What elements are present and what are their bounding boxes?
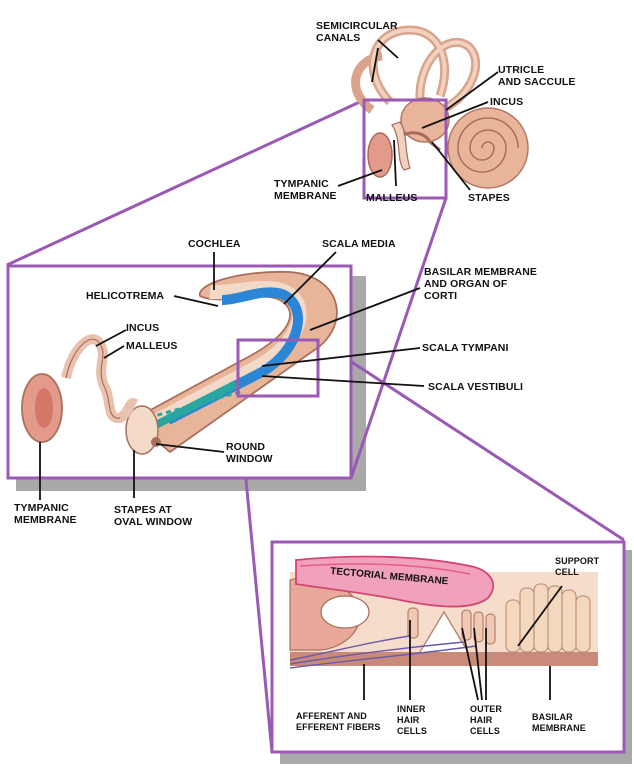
label-malleus-mid: MALLEUS	[126, 340, 178, 352]
tympanic-membrane-shape-top	[367, 132, 393, 178]
label-semicircular-canals: SEMICIRCULAR CANALS	[316, 20, 398, 44]
label-afferent-efferent: AFFERENT AND EFFERENT FIBERS	[296, 711, 381, 732]
label-malleus-top: MALLEUS	[366, 192, 418, 204]
zoom-lines	[6, 98, 625, 753]
label-utricle-saccule: UTRICLE AND SACCULE	[498, 64, 576, 88]
support-cells-shape	[505, 583, 591, 653]
zoom-box-top	[362, 98, 448, 200]
organ-of-corti-detail: TECTORIAL MEMBRANE	[289, 555, 598, 701]
label-stapes-top: STAPES	[468, 192, 510, 204]
nerve-fibers-shape	[289, 635, 477, 669]
label-round-window: ROUND WINDOW	[226, 441, 273, 465]
zoom-box-middle	[236, 338, 320, 398]
label-tympanic-mid: TYMPANIC MEMBRANE	[14, 502, 77, 526]
label-basilar-bottom: BASILAR MEMBRANE	[532, 712, 586, 733]
label-support-cell: SUPPORT CELL	[555, 556, 600, 577]
label-scala-vestibuli: SCALA VESTIBULI	[428, 381, 524, 393]
label-stapes-oval: STAPES AT OVAL WINDOW	[114, 504, 193, 528]
label-scala-media: SCALA MEDIA	[322, 238, 396, 250]
label-helicotrema: HELICOTREMA	[86, 290, 165, 302]
label-outer-hair: OUTER HAIR CELLS	[470, 704, 502, 736]
cochlea-spiral-shape	[447, 107, 529, 189]
uncoiled-cochlea-diagram	[21, 251, 425, 500]
label-cochlea: COCHLEA	[188, 238, 241, 250]
inner-ear-overview	[337, 25, 529, 200]
label-inner-hair: INNER HAIR CELLS	[397, 704, 428, 736]
label-basilar-organ: BASILAR MEMBRANE AND ORGAN OF CORTI	[424, 266, 538, 302]
label-tympanic-top: TYMPANIC MEMBRANE	[274, 178, 337, 202]
label-incus-mid: INCUS	[126, 322, 160, 334]
label-scala-tympani: SCALA TYMPANI	[422, 342, 509, 354]
label-incus-top: INCUS	[490, 96, 524, 108]
